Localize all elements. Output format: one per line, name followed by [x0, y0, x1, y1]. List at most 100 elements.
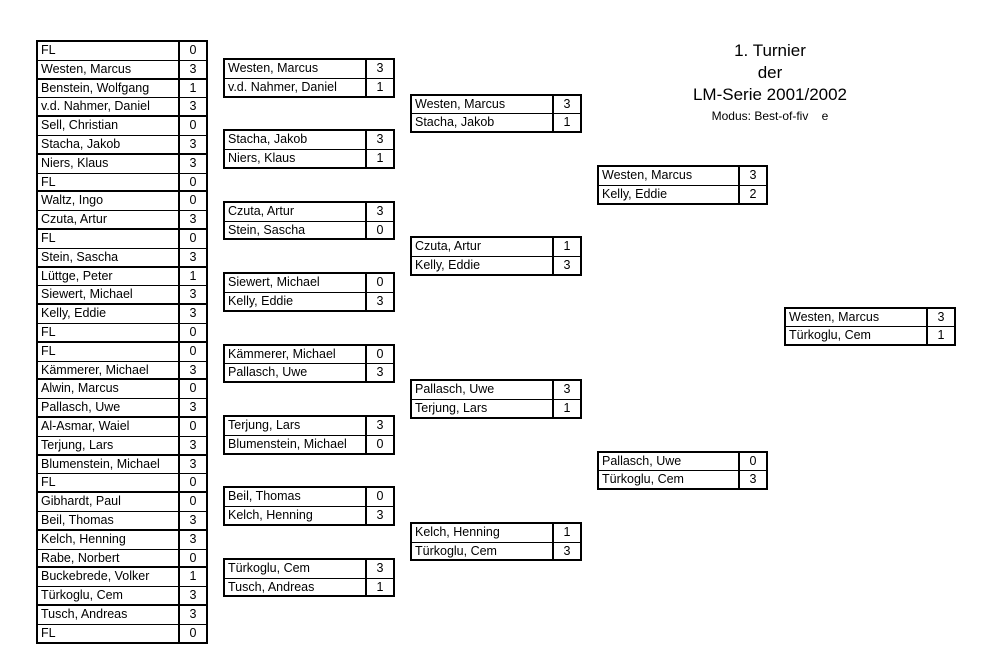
player-score: 1: [926, 327, 954, 345]
player-name: Türkoglu, Cem: [41, 588, 123, 603]
player-score: 3: [738, 167, 766, 185]
player-row: Stacha, Jakob 3: [38, 134, 206, 153]
player-name: Türkoglu, Cem: [415, 543, 497, 558]
player-score: 3: [178, 98, 206, 116]
player-score: 0: [365, 221, 393, 239]
player-name: Alwin, Marcus: [41, 381, 119, 396]
player-name: Stein, Sascha: [41, 249, 119, 264]
player-name: Niers, Klaus: [228, 151, 296, 166]
player-score: 0: [178, 173, 206, 191]
player-score: 3: [178, 399, 206, 416]
player-name: Westen, Marcus: [41, 61, 132, 76]
player-score: 0: [178, 417, 206, 436]
player-name: v.d. Nahmer, Daniel: [41, 99, 150, 114]
player-name: Stacha, Jakob: [415, 115, 495, 130]
player-score: 3: [552, 257, 580, 274]
player-name: Türkoglu, Cem: [228, 560, 310, 575]
player-name: Rabe, Norbert: [41, 550, 120, 565]
player-name: Westen, Marcus: [789, 309, 880, 324]
player-name: Westen, Marcus: [415, 96, 506, 111]
player-name: Terjung, Lars: [41, 437, 114, 452]
player-name: Kelch, Henning: [228, 508, 313, 523]
player-name: Stein, Sascha: [228, 222, 306, 237]
player-name: Westen, Marcus: [228, 61, 319, 75]
player-name: FL: [41, 475, 56, 490]
player-score: 3: [365, 417, 393, 435]
player-name: FL: [41, 324, 56, 339]
player-name: Siewert, Michael: [228, 275, 320, 290]
title-line-2: der: [757, 63, 783, 82]
player-score: 0: [178, 380, 206, 399]
player-row: Westen, Marcus 3: [599, 167, 766, 185]
player-score: 3: [552, 381, 580, 399]
player-score: 0: [365, 345, 393, 364]
player-score: 3: [552, 95, 580, 114]
player-name: Stacha, Jakob: [41, 136, 121, 151]
player-row: Czuta, Artur 3: [225, 202, 393, 221]
player-name: Beil, Thomas: [41, 512, 114, 527]
player-name: Tusch, Andreas: [41, 606, 128, 621]
modus-label: Modus: Best-of-fiv e: [711, 109, 829, 123]
player-score: 3: [178, 248, 206, 266]
player-row: Stein, Sascha 3: [38, 247, 206, 266]
player-score: 0: [178, 42, 206, 60]
player-score: 3: [738, 471, 766, 489]
player-score: 3: [178, 361, 206, 379]
player-name: Blumenstein, Michael: [41, 456, 160, 471]
player-score: 0: [178, 342, 206, 361]
player-score: 1: [365, 578, 393, 596]
player-row: FL 0: [38, 172, 206, 191]
player-score: 1: [365, 150, 393, 167]
player-name: Czuta, Artur: [228, 203, 294, 218]
player-name: Siewert, Michael: [41, 287, 133, 302]
player-name: FL: [41, 230, 56, 245]
player-name: Al-Asmar, Waiel: [41, 418, 130, 433]
player-row: Niers, Klaus 1: [225, 149, 393, 167]
player-name: Westen, Marcus: [602, 168, 693, 182]
player-score: 3: [178, 286, 206, 304]
player-score: 3: [178, 211, 206, 228]
player-name: Pallasch, Uwe: [602, 453, 682, 468]
player-score: 1: [552, 114, 580, 132]
player-score: 3: [365, 202, 393, 221]
player-name: Terjung, Lars: [415, 400, 488, 415]
player-score: 3: [178, 135, 206, 153]
player-name: FL: [41, 174, 56, 189]
player-name: Kämmerer, Michael: [41, 362, 149, 377]
